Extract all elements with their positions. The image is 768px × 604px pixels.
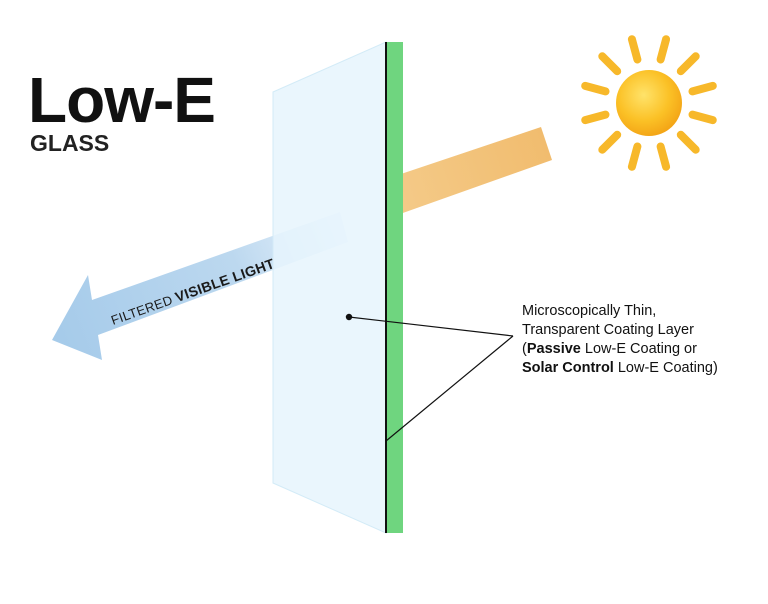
- sun-ray: [581, 110, 610, 125]
- callout-passive: Passive: [526, 341, 581, 357]
- callout-line-3: (Passive Low-E Coating or: [522, 341, 697, 357]
- glass-pane: [272, 41, 387, 534]
- coating-callout: Microscopically Thin, Transparent Coatin…: [522, 302, 718, 378]
- sun-ray: [688, 110, 717, 125]
- callout-leader-upper: [348, 316, 514, 337]
- incoming-light-beam: [395, 127, 552, 214]
- callout-leader-lower: [385, 335, 514, 442]
- sun-icon: [581, 35, 717, 171]
- sun-ray: [676, 130, 700, 154]
- title-glass: GLASS: [30, 130, 110, 156]
- callout-line-2: Transparent Coating Layer: [522, 322, 694, 338]
- sun-rays: [581, 35, 717, 171]
- sun-ray: [598, 130, 622, 154]
- callout-line-1: Microscopically Thin,: [522, 303, 657, 319]
- sun-ray: [688, 81, 717, 96]
- title-low-e: Low-E: [28, 64, 216, 136]
- callout-solar-control: Solar Control: [522, 360, 614, 376]
- low-e-coating-layer: [386, 42, 403, 533]
- sun-ray: [627, 142, 642, 171]
- sun-ray: [627, 35, 642, 64]
- sun-ray: [656, 142, 671, 171]
- sun-ray: [656, 35, 671, 64]
- sun-ray: [676, 52, 700, 76]
- callout-line-4: Solar Control Low-E Coating): [522, 360, 718, 376]
- sun-ray: [581, 81, 610, 96]
- sun-core: [616, 70, 682, 136]
- sun-ray: [598, 52, 622, 76]
